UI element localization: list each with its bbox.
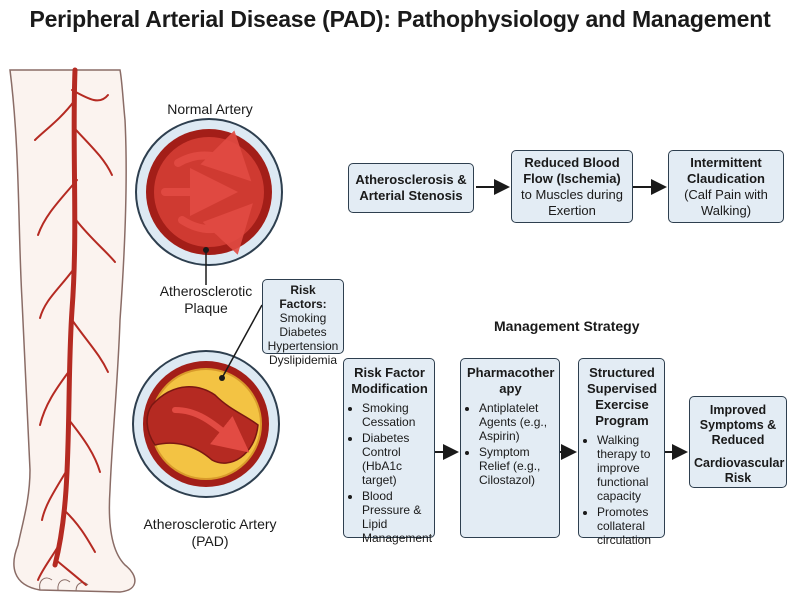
management-item: Blood Pressure & Lipid Management (362, 489, 432, 545)
risk-factor-item: Diabetes (279, 325, 327, 339)
management-outcome-box: Improved Symptoms & Reduced Cardiovascul… (689, 396, 787, 488)
normal-artery-label: Normal Artery (167, 101, 253, 117)
risk-factor-pointer (221, 304, 263, 379)
pathway-step-heading: Reduced Blood Flow (Ischemia) (523, 154, 621, 186)
blood-flow-arrows (161, 130, 253, 255)
diseased-artery-cross-section (132, 350, 280, 498)
plaque-label: Atherosclerotic Plaque (159, 283, 253, 316)
atherosclerotic-artery-label: Atherosclerotic Artery (PAD) (143, 516, 277, 549)
pathway-step-heading: Atherosclerosis & Arterial Stenosis (355, 172, 467, 203)
management-item: Symptom Relief (e.g., Cilostazol) (479, 445, 554, 487)
management-box-risk-factor-modification: Risk Factor Modification Smoking Cessati… (343, 358, 435, 545)
pathway-step-detail: (Calf Pain with Walking) (684, 186, 768, 218)
management-strategy-title: Management Strategy (494, 318, 640, 334)
pathway-step-detail: to Muscles during Exertion (521, 186, 623, 218)
management-box-heading: Risk Factor Modification (351, 365, 428, 396)
main-leg-artery (52, 67, 78, 568)
pathway-step-claudication: Intermittent Claudication (Calf Pain wit… (668, 150, 784, 223)
leg-illustration (9, 67, 136, 593)
leg-artery-branches (34, 89, 116, 586)
pathway-step-atherosclerosis: Atherosclerosis & Arterial Stenosis (348, 163, 474, 213)
risk-factors-heading: Risk Factors: (279, 283, 327, 311)
outcome-line: Cardiovascular Risk (694, 456, 785, 485)
risk-factor-item: Dyslipidemia (268, 353, 338, 367)
pathway-step-heading: Intermittent Claudication (686, 154, 765, 186)
management-box-heading: Pharmacother apy (467, 365, 555, 396)
management-box-pharmacotherapy: Pharmacother apy Antiplatelet Agents (e.… (460, 358, 560, 538)
risk-factors-box: Risk Factors: Smoking Diabetes Hypertens… (262, 279, 344, 367)
management-item: Promotes collateral circulation (597, 505, 659, 547)
outcome-line: Improved Symptoms & Reduced (699, 403, 777, 447)
risk-factor-item: Smoking (279, 311, 327, 325)
management-item: Smoking Cessation (362, 401, 429, 429)
management-item: Diabetes Control (HbA1c target) (362, 431, 429, 487)
restricted-flow-arrow (172, 407, 250, 453)
management-box-exercise-program: Structured Supervised Exercise Program W… (578, 358, 665, 547)
pathway-step-ischemia: Reduced Blood Flow (Ischemia) to Muscles… (511, 150, 633, 223)
risk-factor-item: Hypertension (267, 339, 339, 353)
normal-artery-cross-section (135, 118, 283, 266)
management-item: Walking therapy to improve functional ca… (597, 433, 659, 503)
management-item: Antiplatelet Agents (e.g., Aspirin) (479, 401, 554, 443)
diagram-title: Peripheral Arterial Disease (PAD): Patho… (29, 6, 771, 32)
management-box-heading: Structured Supervised Exercise Program (586, 365, 658, 428)
